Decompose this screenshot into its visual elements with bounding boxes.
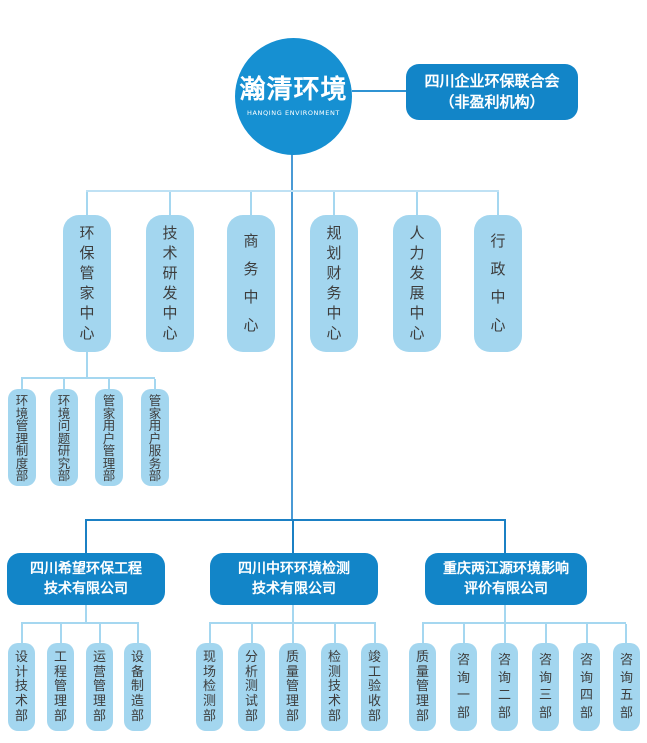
connector-group2-drop-2 [251, 624, 253, 643]
association-line2: （非盈利机构） [439, 93, 545, 111]
center-rnd: 技术研发中心 [146, 215, 194, 352]
steward-dept-1: 环境管理制度部 [8, 389, 36, 486]
connector-center-drop-1 [86, 192, 88, 215]
company1-dept-1: 设计技术部 [8, 643, 35, 731]
connector-company-drop-1 [85, 521, 87, 553]
company-3-line2: 评价有限公司 [464, 581, 548, 597]
connector-group3-drop-6 [625, 624, 627, 643]
company-1-line1: 四川希望环保工程 [30, 561, 142, 577]
connector-center-drop-3 [250, 192, 252, 215]
connector-group2-drop-1 [209, 624, 211, 643]
connector-group1-drop-4 [137, 624, 139, 643]
connector-company-drop-2 [292, 521, 294, 553]
connector-center-drop-6 [497, 192, 499, 215]
connector-group3-drop-2 [463, 624, 465, 643]
connector-company2-vertical [292, 605, 294, 622]
center-steward: 环保管家中心 [63, 215, 111, 352]
center-admin: 行政中心 [474, 215, 522, 352]
association-line1: 四川企业环保联合会 [424, 72, 560, 90]
company3-dept-5: 咨询四部 [573, 643, 600, 731]
connector-group2-horizontal [209, 622, 376, 624]
company-2-line1: 四川中环环境检测 [238, 561, 350, 577]
connector-company-drop-3 [504, 521, 506, 553]
company2-dept-5: 竣工验收部 [361, 643, 388, 731]
connector-steward-drop-1 [21, 379, 23, 390]
connector-center-drop-4 [333, 192, 335, 215]
connector-main-trunk [291, 150, 293, 520]
connector-companies-horizontal [85, 519, 506, 521]
center-hr: 人力发展中心 [393, 215, 441, 352]
company-2: 四川中环环境检测 技术有限公司 [210, 553, 378, 605]
company-1: 四川希望环保工程 技术有限公司 [7, 553, 165, 605]
company1-dept-4: 设备制造部 [124, 643, 151, 731]
connector-group3-drop-1 [422, 624, 424, 643]
connector-company1-vertical [85, 605, 87, 622]
company2-dept-2: 分析测试部 [238, 643, 265, 731]
company-2-line2: 技术有限公司 [252, 581, 336, 597]
connector-group1-drop-3 [99, 624, 101, 643]
company3-dept-2: 咨询一部 [450, 643, 477, 731]
connector-company3-vertical [504, 605, 506, 622]
connector-group1-drop-2 [60, 624, 62, 643]
connector-center-drop-5 [416, 192, 418, 215]
steward-dept-3: 管家用户管理部 [95, 389, 123, 486]
connector-group3-drop-4 [545, 624, 547, 643]
connector-group3-drop-3 [504, 624, 506, 643]
company3-dept-6: 咨询五部 [613, 643, 640, 731]
company-1-line2: 技术有限公司 [44, 581, 128, 597]
root-node: 瀚清环境 HANQING ENVIRONMENT [235, 38, 352, 155]
connector-centers-horizontal [86, 190, 499, 192]
company-logo-subtitle: HANQING ENVIRONMENT [247, 108, 340, 117]
connector-steward-vertical [86, 352, 88, 377]
company1-dept-3: 运营管理部 [86, 643, 113, 731]
center-finance: 规划财务中心 [310, 215, 358, 352]
connector-steward-drop-2 [63, 379, 65, 390]
connector-center-drop-2 [169, 192, 171, 215]
connector-group2-drop-4 [334, 624, 336, 643]
connector-steward-drop-3 [108, 379, 110, 390]
company-3: 重庆两江源环境影响 评价有限公司 [425, 553, 587, 605]
company1-dept-2: 工程管理部 [47, 643, 74, 731]
connector-root-association [352, 90, 406, 92]
company3-dept-4: 咨询三部 [532, 643, 559, 731]
connector-steward-horizontal [21, 377, 155, 379]
connector-group2-drop-5 [374, 624, 376, 643]
connector-group2-drop-3 [292, 624, 294, 643]
center-business: 商务中心 [227, 215, 275, 352]
company3-dept-3: 咨询二部 [491, 643, 518, 731]
connector-group1-horizontal [21, 622, 139, 624]
company2-dept-3: 质量管理部 [279, 643, 306, 731]
company2-dept-4: 检测技术部 [321, 643, 348, 731]
steward-dept-4: 管家用户服务部 [141, 389, 169, 486]
connector-steward-drop-4 [154, 379, 156, 390]
steward-dept-2: 环境问题研究部 [50, 389, 78, 486]
connector-group3-drop-5 [586, 624, 588, 643]
company-3-line1: 重庆两江源环境影响 [443, 561, 569, 577]
connector-group3-horizontal [422, 622, 626, 624]
company2-dept-1: 现场检测部 [196, 643, 223, 731]
association-node: 四川企业环保联合会 （非盈利机构） [406, 64, 578, 120]
company3-dept-1: 质量管理部 [409, 643, 436, 731]
connector-group1-drop-1 [21, 624, 23, 643]
company-logo-title: 瀚清环境 [239, 75, 348, 106]
